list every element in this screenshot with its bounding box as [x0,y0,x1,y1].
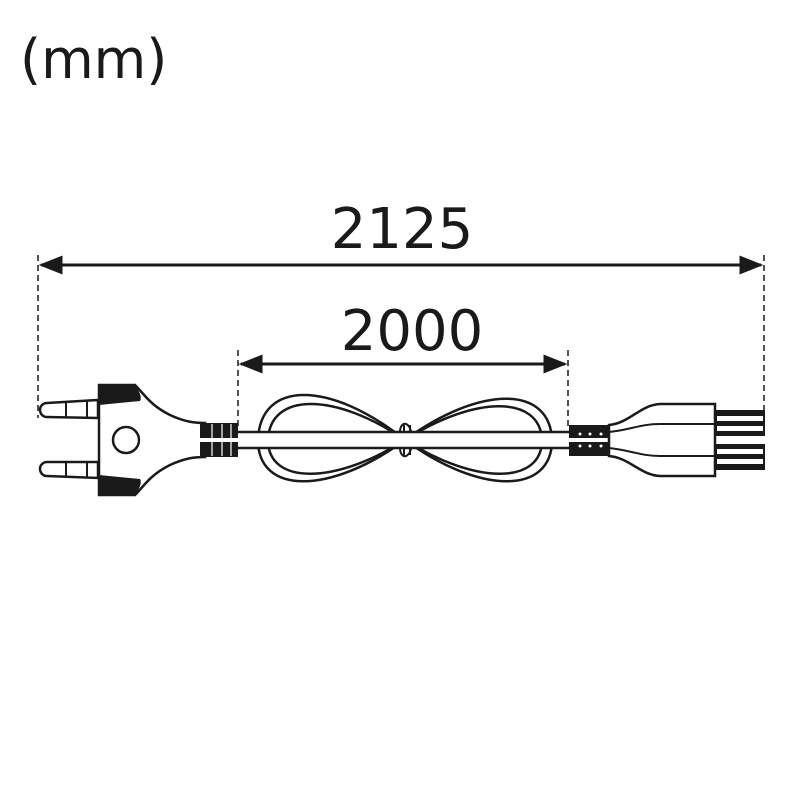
plug-pin-bottom [38,460,100,480]
strain-relief-left [200,423,238,457]
units-label: (mm) [20,28,167,91]
connector-body [607,402,717,478]
eu-plug [38,383,238,497]
cable-dimension: 2000 [237,299,569,428]
overall-length-label: 2125 [331,197,474,262]
cable-length-label: 2000 [341,299,484,364]
overall-dimension: 2125 [37,197,765,418]
plug-pin-top [38,398,100,420]
connector-pins [715,410,765,470]
iec-connector [569,402,765,478]
plug-hole [111,425,141,455]
straight-cable [234,430,574,450]
strain-relief-right [569,425,609,456]
